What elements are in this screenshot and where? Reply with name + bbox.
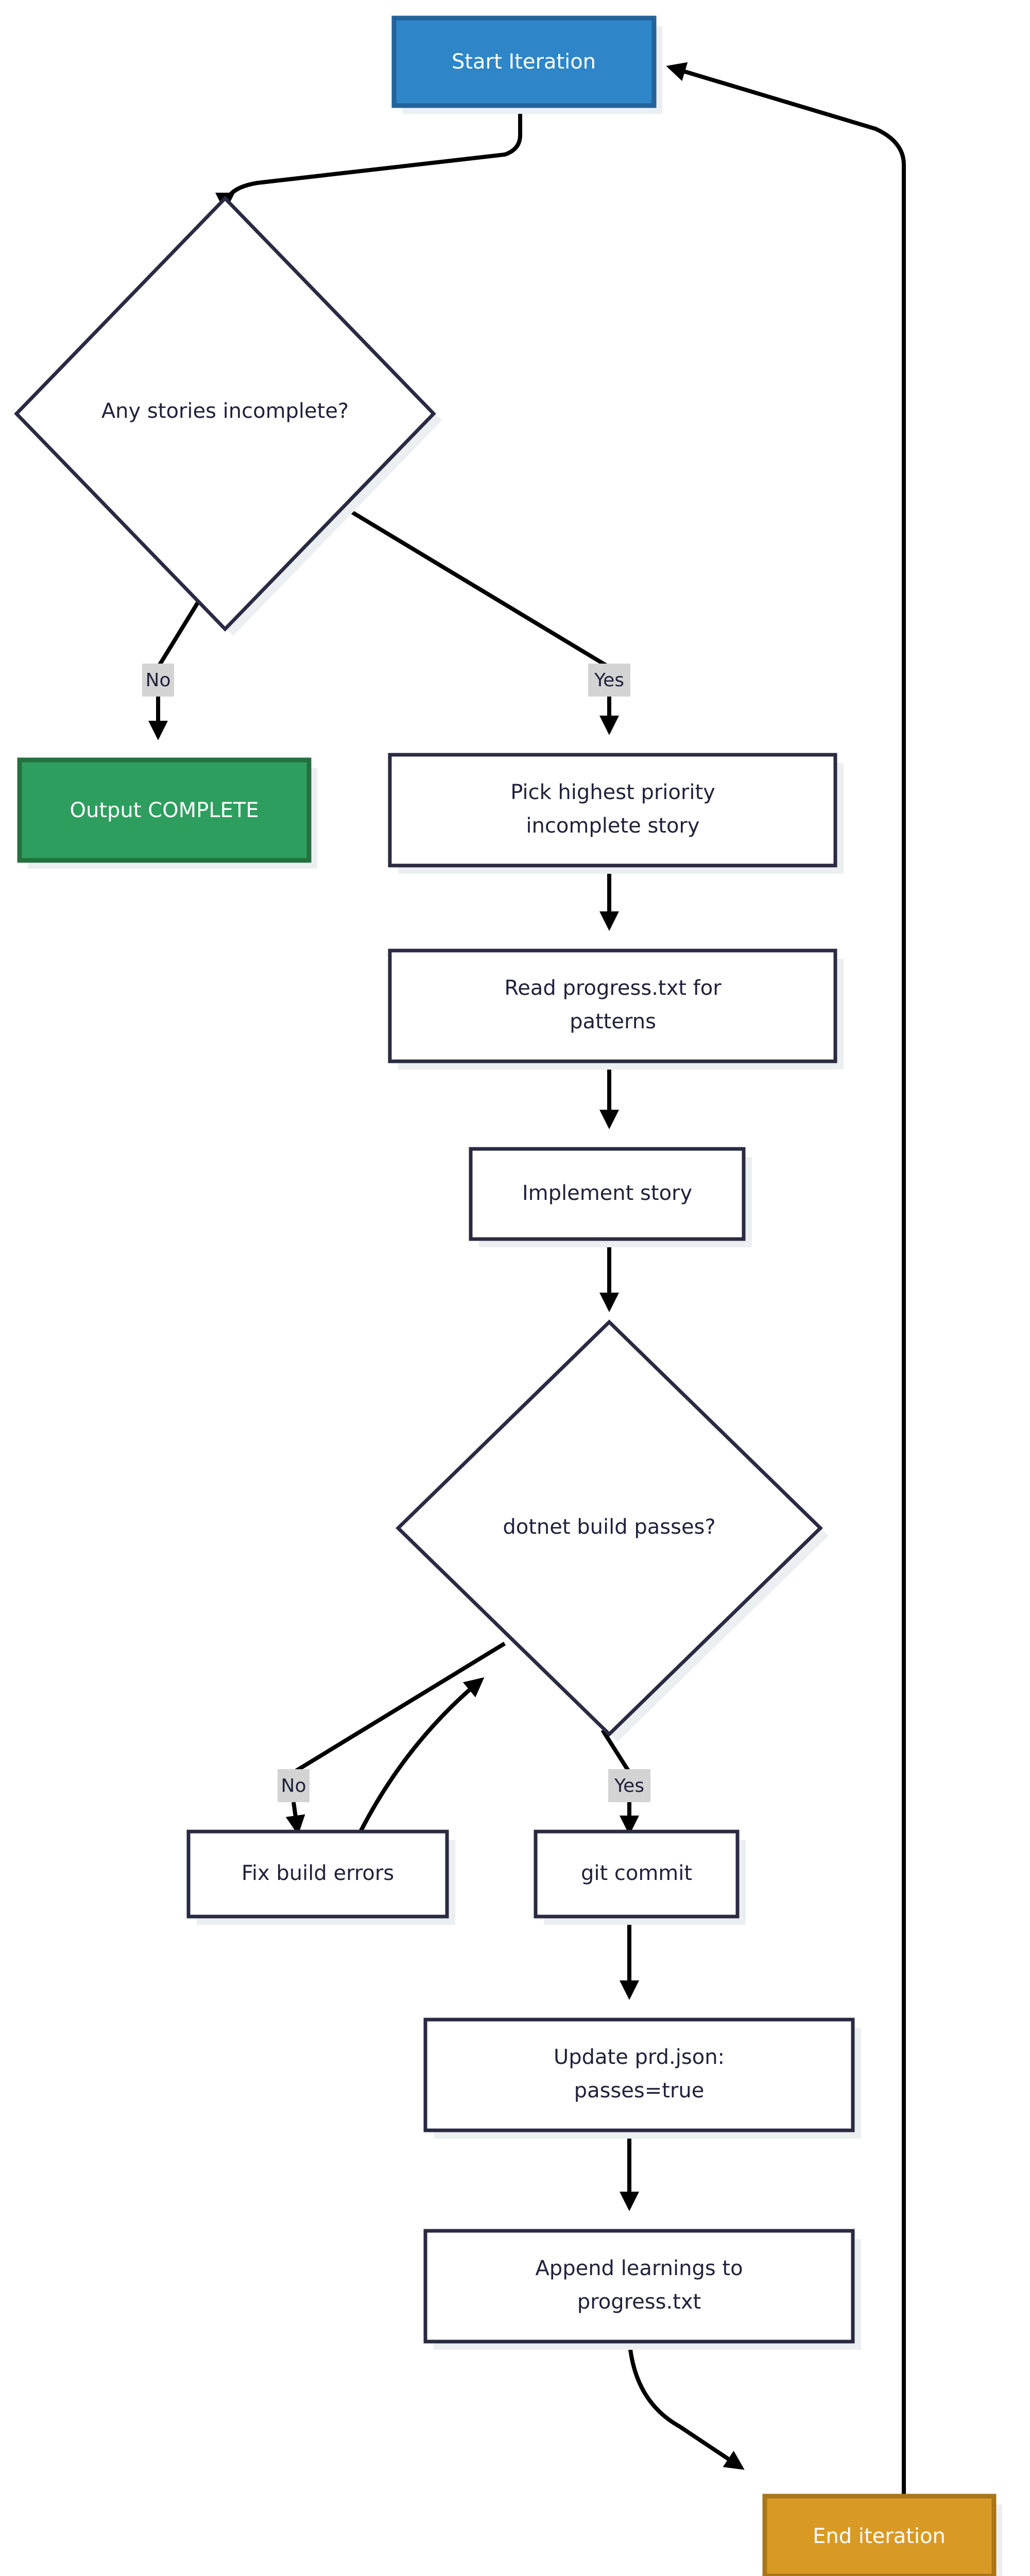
implement-story-box[interactable] xyxy=(469,1147,746,1241)
edge-label-build-no: No xyxy=(278,1769,310,1802)
start-iteration-box[interactable] xyxy=(391,15,657,108)
end-iteration-label: End iteration xyxy=(813,2524,946,2548)
fix-build-errors-box[interactable] xyxy=(186,1829,449,1919)
read-progress-box[interactable] xyxy=(388,948,837,1063)
end-iteration-box[interactable] xyxy=(762,2494,997,2576)
edge-build-no-tail xyxy=(285,1802,305,1835)
dotnet-build-label: dotnet build passes? xyxy=(503,1515,715,1539)
node-append-learnings[interactable]: Append learnings to progress.txt xyxy=(423,2229,861,2350)
any-stories-yes-label: Yes xyxy=(594,670,624,691)
node-dotnet-build-passes[interactable]: dotnet build passes? xyxy=(395,1319,829,1742)
edge-label-build-yes: Yes xyxy=(608,1769,650,1802)
edge-end-to-start-loop xyxy=(666,62,906,2496)
node-any-stories-incomplete[interactable]: Any stories incomplete? xyxy=(14,195,442,636)
build-no-label-bg xyxy=(278,1769,310,1802)
edge-build-no xyxy=(292,1641,506,1774)
start-iteration-label: Start Iteration xyxy=(452,50,596,74)
any-stories-diamond[interactable] xyxy=(14,195,436,632)
node-pick-story[interactable]: Pick highest priority incomplete story xyxy=(388,753,844,874)
edge-label-any-stories-yes: Yes xyxy=(588,664,630,697)
append-learnings-label-line1: Append learnings to xyxy=(535,2257,743,2280)
node-git-commit[interactable]: git commit xyxy=(534,1829,746,1925)
node-fix-build-errors[interactable]: Fix build errors xyxy=(186,1829,455,1925)
node-end-iteration[interactable]: End iteration xyxy=(762,2494,1002,2576)
implement-story-label: Implement story xyxy=(522,1181,692,1205)
edge-any-stories-yes xyxy=(338,503,611,669)
output-complete-box[interactable] xyxy=(17,757,312,863)
pick-story-label-line1: Pick highest priority xyxy=(510,781,715,804)
node-update-prd[interactable]: Update prd.json: passes=true xyxy=(423,2018,861,2139)
pick-story-box[interactable] xyxy=(388,753,837,868)
pick-story-label-line2: incomplete story xyxy=(526,814,699,838)
git-commit-box[interactable] xyxy=(534,1829,740,1919)
git-commit-label: git commit xyxy=(581,1861,692,1885)
append-learnings-label-line2: progress.txt xyxy=(577,2290,701,2314)
update-prd-label-line1: Update prd.json: xyxy=(554,2045,725,2069)
node-implement-story[interactable]: Implement story xyxy=(469,1147,752,1247)
update-prd-label-line2: passes=true xyxy=(574,2079,705,2103)
update-prd-box[interactable] xyxy=(423,2018,855,2132)
output-complete-label: Output COMPLETE xyxy=(70,799,259,822)
edge-layer xyxy=(148,62,906,2496)
fix-build-errors-label: Fix build errors xyxy=(242,1861,394,1885)
edge-any-stories-no xyxy=(156,596,203,669)
any-stories-label: Any stories incomplete? xyxy=(101,399,349,423)
edge-append-to-end xyxy=(627,2338,745,2470)
append-learnings-box[interactable] xyxy=(423,2229,855,2344)
build-yes-label-bg xyxy=(608,1769,650,1802)
edge-start-to-any-stories xyxy=(215,106,522,212)
node-read-progress[interactable]: Read progress.txt for patterns xyxy=(388,948,844,1070)
any-stories-no-label-bg xyxy=(142,664,174,697)
any-stories-yes-label-bg xyxy=(588,664,630,697)
build-yes-label: Yes xyxy=(614,1775,644,1797)
node-output-complete[interactable]: Output COMPLETE xyxy=(17,757,317,869)
node-start-iteration[interactable]: Start Iteration xyxy=(391,15,662,114)
edge-fix-back-to-build xyxy=(358,1677,485,1833)
edge-build-yes xyxy=(600,1728,631,1774)
read-progress-label-line2: patterns xyxy=(570,1010,656,1033)
read-progress-label-line1: Read progress.txt for xyxy=(504,976,722,1000)
build-no-label: No xyxy=(281,1775,306,1797)
dotnet-build-diamond[interactable] xyxy=(395,1319,823,1737)
any-stories-no-label: No xyxy=(146,670,171,691)
edge-label-any-stories-no: No xyxy=(142,664,174,697)
node-layer: Start Iteration Any stories incomplete? … xyxy=(14,15,1002,2576)
